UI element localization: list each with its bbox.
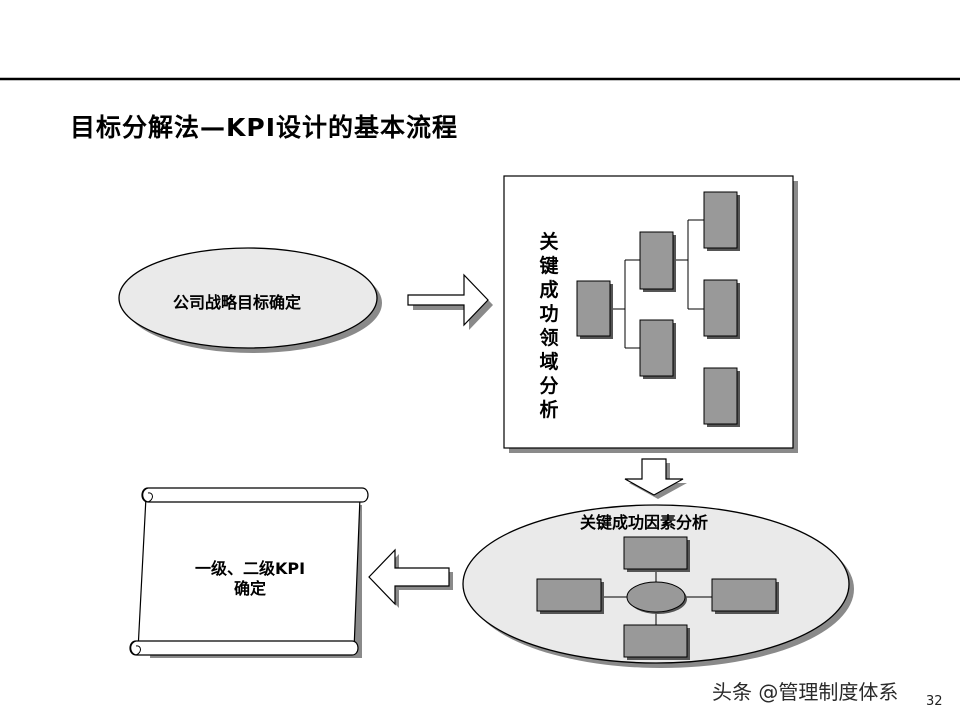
tree-node (703, 367, 740, 427)
arrow-right-icon (407, 273, 493, 330)
strategy-goal-ellipse (118, 247, 382, 353)
kpi-result-label: 一级、二级KPI 确定 (180, 559, 320, 599)
factor-node (623, 536, 690, 572)
ksa-analysis-label: 关键成功领域分析 (539, 231, 559, 421)
kpi-result-line2: 确定 (233, 579, 266, 598)
tree-node (703, 279, 740, 339)
ksa-analysis-box (503, 175, 798, 453)
kpi-scroll-shape (129, 487, 369, 658)
hub-ellipse (626, 581, 687, 614)
factor-node (536, 578, 604, 614)
slide-title: 目标分解法—KPI设计的基本流程 (70, 113, 458, 142)
arrow-left-icon (368, 548, 453, 608)
watermark-text: 头条 @管理制度体系 (712, 680, 899, 704)
factor-node (623, 624, 690, 660)
ksf-analysis-label: 关键成功因素分析 (580, 513, 709, 532)
page-number: 32 (926, 694, 943, 709)
strategy-goal-label: 公司战略目标确定 (173, 293, 302, 312)
factor-node (711, 578, 779, 614)
tree-node (576, 280, 613, 339)
tree-node (703, 191, 740, 251)
tree-node (639, 319, 676, 379)
kpi-result-line1: 一级、二级KPI (194, 559, 306, 578)
tree-node (639, 231, 676, 292)
arrow-down-icon (624, 458, 687, 499)
